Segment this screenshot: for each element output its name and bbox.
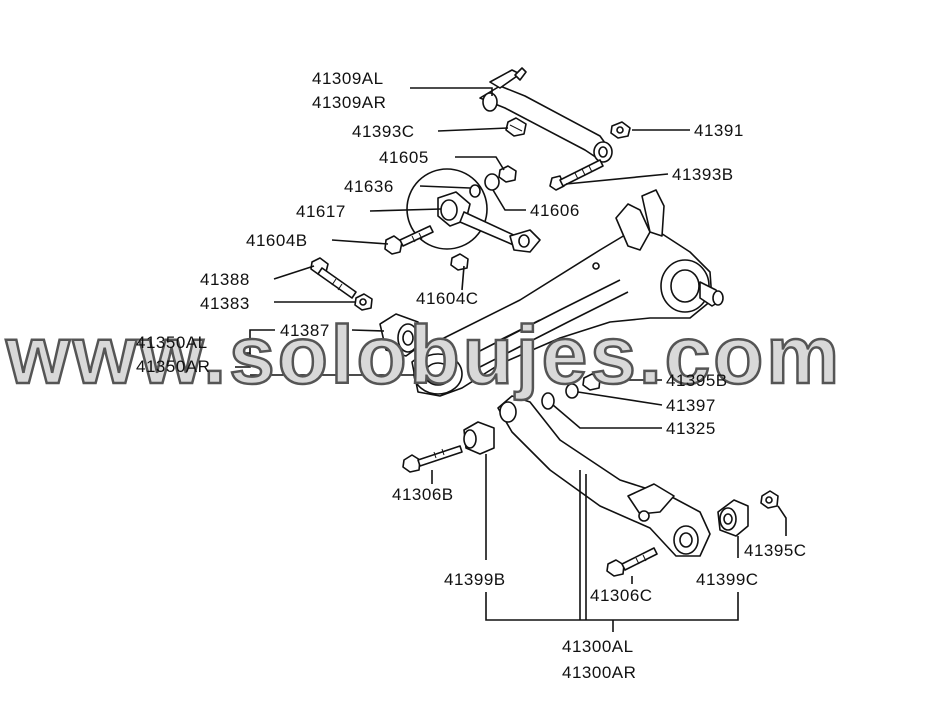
bolt-41393b-part [549,159,604,191]
label-41383: 41383 [200,294,250,313]
label-41350ar: 41350AR [136,357,210,376]
watermark-text: www.solobujes.com [5,310,842,401]
nut-41383-part [354,293,373,311]
label-41606: 41606 [530,201,580,220]
label-41604b: 41604B [246,231,308,250]
nut-41605-part [498,165,517,183]
bolt-41306c-part [606,547,658,577]
bushing-41636-part [469,184,481,198]
bolt-41604b-part [384,225,434,255]
bolt-41388-part [310,257,357,299]
label-41350al: 41350AL [136,333,208,352]
label-41399b: 41399B [444,570,506,589]
label-41391: 41391 [694,121,744,140]
upper-arm-part [479,67,613,163]
label-41605: 41605 [379,148,429,167]
label-41399c: 41399C [696,570,759,589]
lower-arm-part [497,395,711,557]
label-41393c: 41393C [352,122,415,141]
label-41604c: 41604C [416,289,479,308]
nut-41395b-part [582,373,601,391]
label-41397: 41397 [666,396,716,415]
bushing-41399c-part [717,499,749,537]
label-41306b: 41306B [392,485,454,504]
label-41388: 41388 [200,270,250,289]
label-41306c: 41306C [590,586,653,605]
toe-link-41617-part [437,191,541,253]
leader-lines [235,87,787,632]
label-41300al: 41300AL [562,637,634,656]
detail-circle [406,168,488,250]
bushing-41387-part [379,313,421,357]
nut-41391-part [610,121,631,139]
label-41309al: 41309AL [312,69,384,88]
label-41325: 41325 [666,419,716,438]
label-41309ar: 41309AR [312,93,386,112]
label-41617: 41617 [296,202,346,221]
nut-41395c-part [760,490,779,509]
nut-41604c-part [450,253,469,271]
label-41636: 41636 [344,177,394,196]
label-41393b: 41393B [672,165,734,184]
label-41395c: 41395C [744,541,807,560]
label-41300ar: 41300AR [562,663,636,682]
bolt-41393c-part [505,117,527,137]
part-labels: 41309AL 41309AR 41393C 41391 41605 41393… [136,69,807,682]
label-41387: 41387 [280,321,330,340]
bolt-41306b-part [402,445,463,473]
trailing-arm-part [411,189,724,397]
bushing-41399b-part [463,421,495,455]
label-41395b: 41395B [666,371,728,390]
washer-41325-part [541,392,555,410]
washer-41397-part [565,383,579,399]
washer-41606-part [484,173,500,191]
